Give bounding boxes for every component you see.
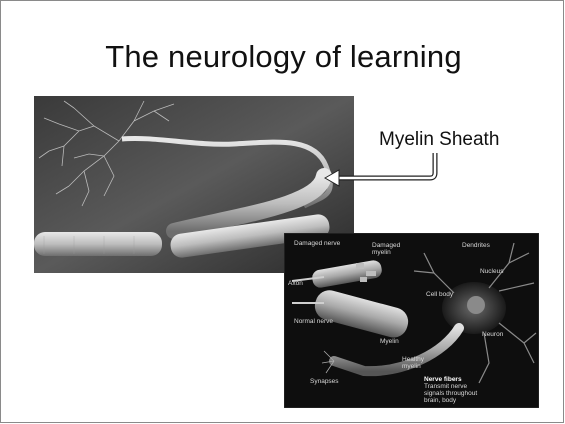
label-myelin: Myelin [380, 338, 399, 345]
slide-title: The neurology of learning [1, 39, 565, 75]
label-damaged-myelin-2: myelin [372, 249, 391, 256]
label-nucleus: Nucleus [480, 268, 504, 275]
callout-arrow-icon [323, 151, 443, 191]
label-nf-line2: signals throughout [424, 390, 477, 397]
label-damaged-myelin-1: Damaged [372, 242, 401, 249]
label-normal-nerve: Normal nerve [294, 318, 333, 325]
label-cell-body: Cell body [426, 291, 454, 298]
label-healthy-myelin-2: myelin [402, 363, 421, 370]
myelin-sheath-callout: Myelin Sheath [379, 129, 499, 151]
label-nf-line3: brain, body [424, 397, 457, 404]
nerve-diagram-image: Damaged nerve Damaged myelin Dendrites N… [284, 233, 539, 408]
label-nf-line1: Transmit nerve [424, 383, 467, 390]
label-healthy-myelin-1: Healthy [402, 356, 425, 363]
label-synapses: Synapses [310, 378, 339, 385]
label-dendrites: Dendrites [462, 242, 491, 249]
label-axon: Axon [288, 280, 303, 287]
label-neuron: Neuron [482, 331, 504, 338]
label-damaged-nerve: Damaged nerve [294, 240, 341, 247]
label-nerve-fibers: Nerve fibers [424, 376, 462, 383]
